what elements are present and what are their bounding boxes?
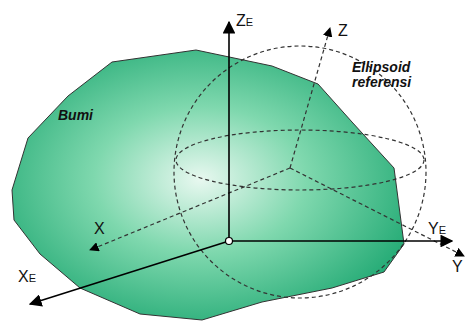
axis-label: Y — [452, 258, 463, 276]
ye-axis — [229, 240, 452, 242]
axis-label: Z — [338, 22, 348, 40]
earth-label: Bumi — [58, 108, 93, 123]
axis-label: X — [94, 220, 105, 238]
y-axis — [290, 168, 464, 256]
axis-label: ZE — [236, 12, 253, 30]
axis-label: XE — [18, 268, 36, 286]
x-axis — [90, 168, 290, 250]
ellipsoid-label: Ellipsoid referensi — [352, 60, 432, 91]
xe-axis — [30, 241, 229, 304]
ellipsoid-equator — [176, 130, 424, 190]
earth-shape — [12, 50, 404, 320]
ze-axis — [228, 22, 230, 241]
origin-point — [226, 238, 233, 245]
z-axis — [290, 28, 330, 168]
axis-label: YE — [428, 220, 446, 238]
